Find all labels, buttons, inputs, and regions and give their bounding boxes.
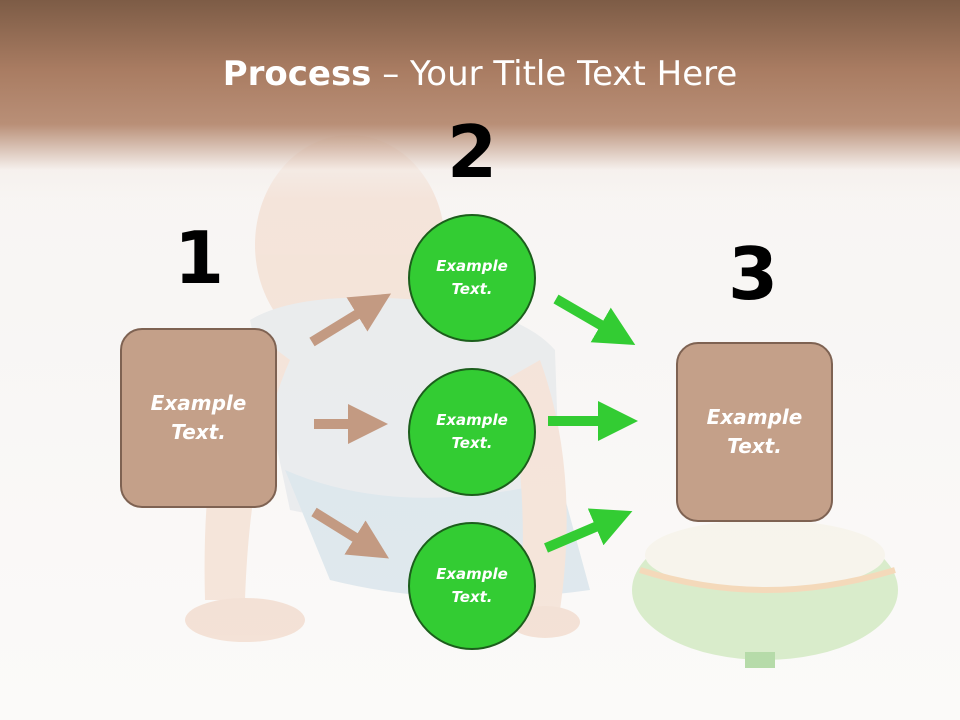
circle-bottom-text: Example Text. [436, 563, 508, 609]
right-box-text: Example Text. [707, 403, 803, 461]
left-box-line1: Example [150, 391, 247, 415]
left-box: Example Text. [120, 328, 277, 508]
circle-middle-line2: Text. [451, 434, 493, 452]
circle-bottom-line2: Text. [451, 588, 493, 606]
circle-top-line2: Text. [451, 280, 493, 298]
step-number-1: 1 [173, 216, 225, 300]
arrow-box-to-circle-bottom [311, 507, 389, 559]
arrow-circle-bottom-to-box [544, 508, 633, 553]
right-box-line2: Text. [727, 434, 782, 458]
arrow-circle-top-to-box [553, 294, 636, 346]
circle-top-text: Example Text. [436, 255, 508, 301]
circle-bottom-line1: Example [436, 565, 508, 583]
step-number-2: 2 [446, 110, 498, 194]
step-number-3: 3 [727, 232, 779, 316]
circle-bottom: Example Text. [408, 522, 536, 650]
circle-middle: Example Text. [408, 368, 536, 496]
circle-middle-line1: Example [436, 411, 508, 429]
circle-top-line1: Example [436, 257, 508, 275]
title-bold: Process [222, 54, 372, 94]
circle-top: Example Text. [408, 214, 536, 342]
title-rest: – Your Title Text Here [371, 54, 738, 94]
slide-title: Process – Your Title Text Here [0, 52, 960, 96]
toy-top [645, 520, 885, 590]
baby-left-hand [185, 598, 305, 642]
circle-middle-text: Example Text. [436, 409, 508, 455]
toy-foot [745, 652, 775, 668]
header-band [0, 0, 960, 200]
left-box-text: Example Text. [151, 389, 247, 447]
left-box-line2: Text. [171, 420, 226, 444]
right-box-line1: Example [706, 405, 803, 429]
toy-rim [639, 567, 896, 593]
right-box: Example Text. [676, 342, 833, 522]
arrow-box-to-circle-top [309, 293, 392, 347]
